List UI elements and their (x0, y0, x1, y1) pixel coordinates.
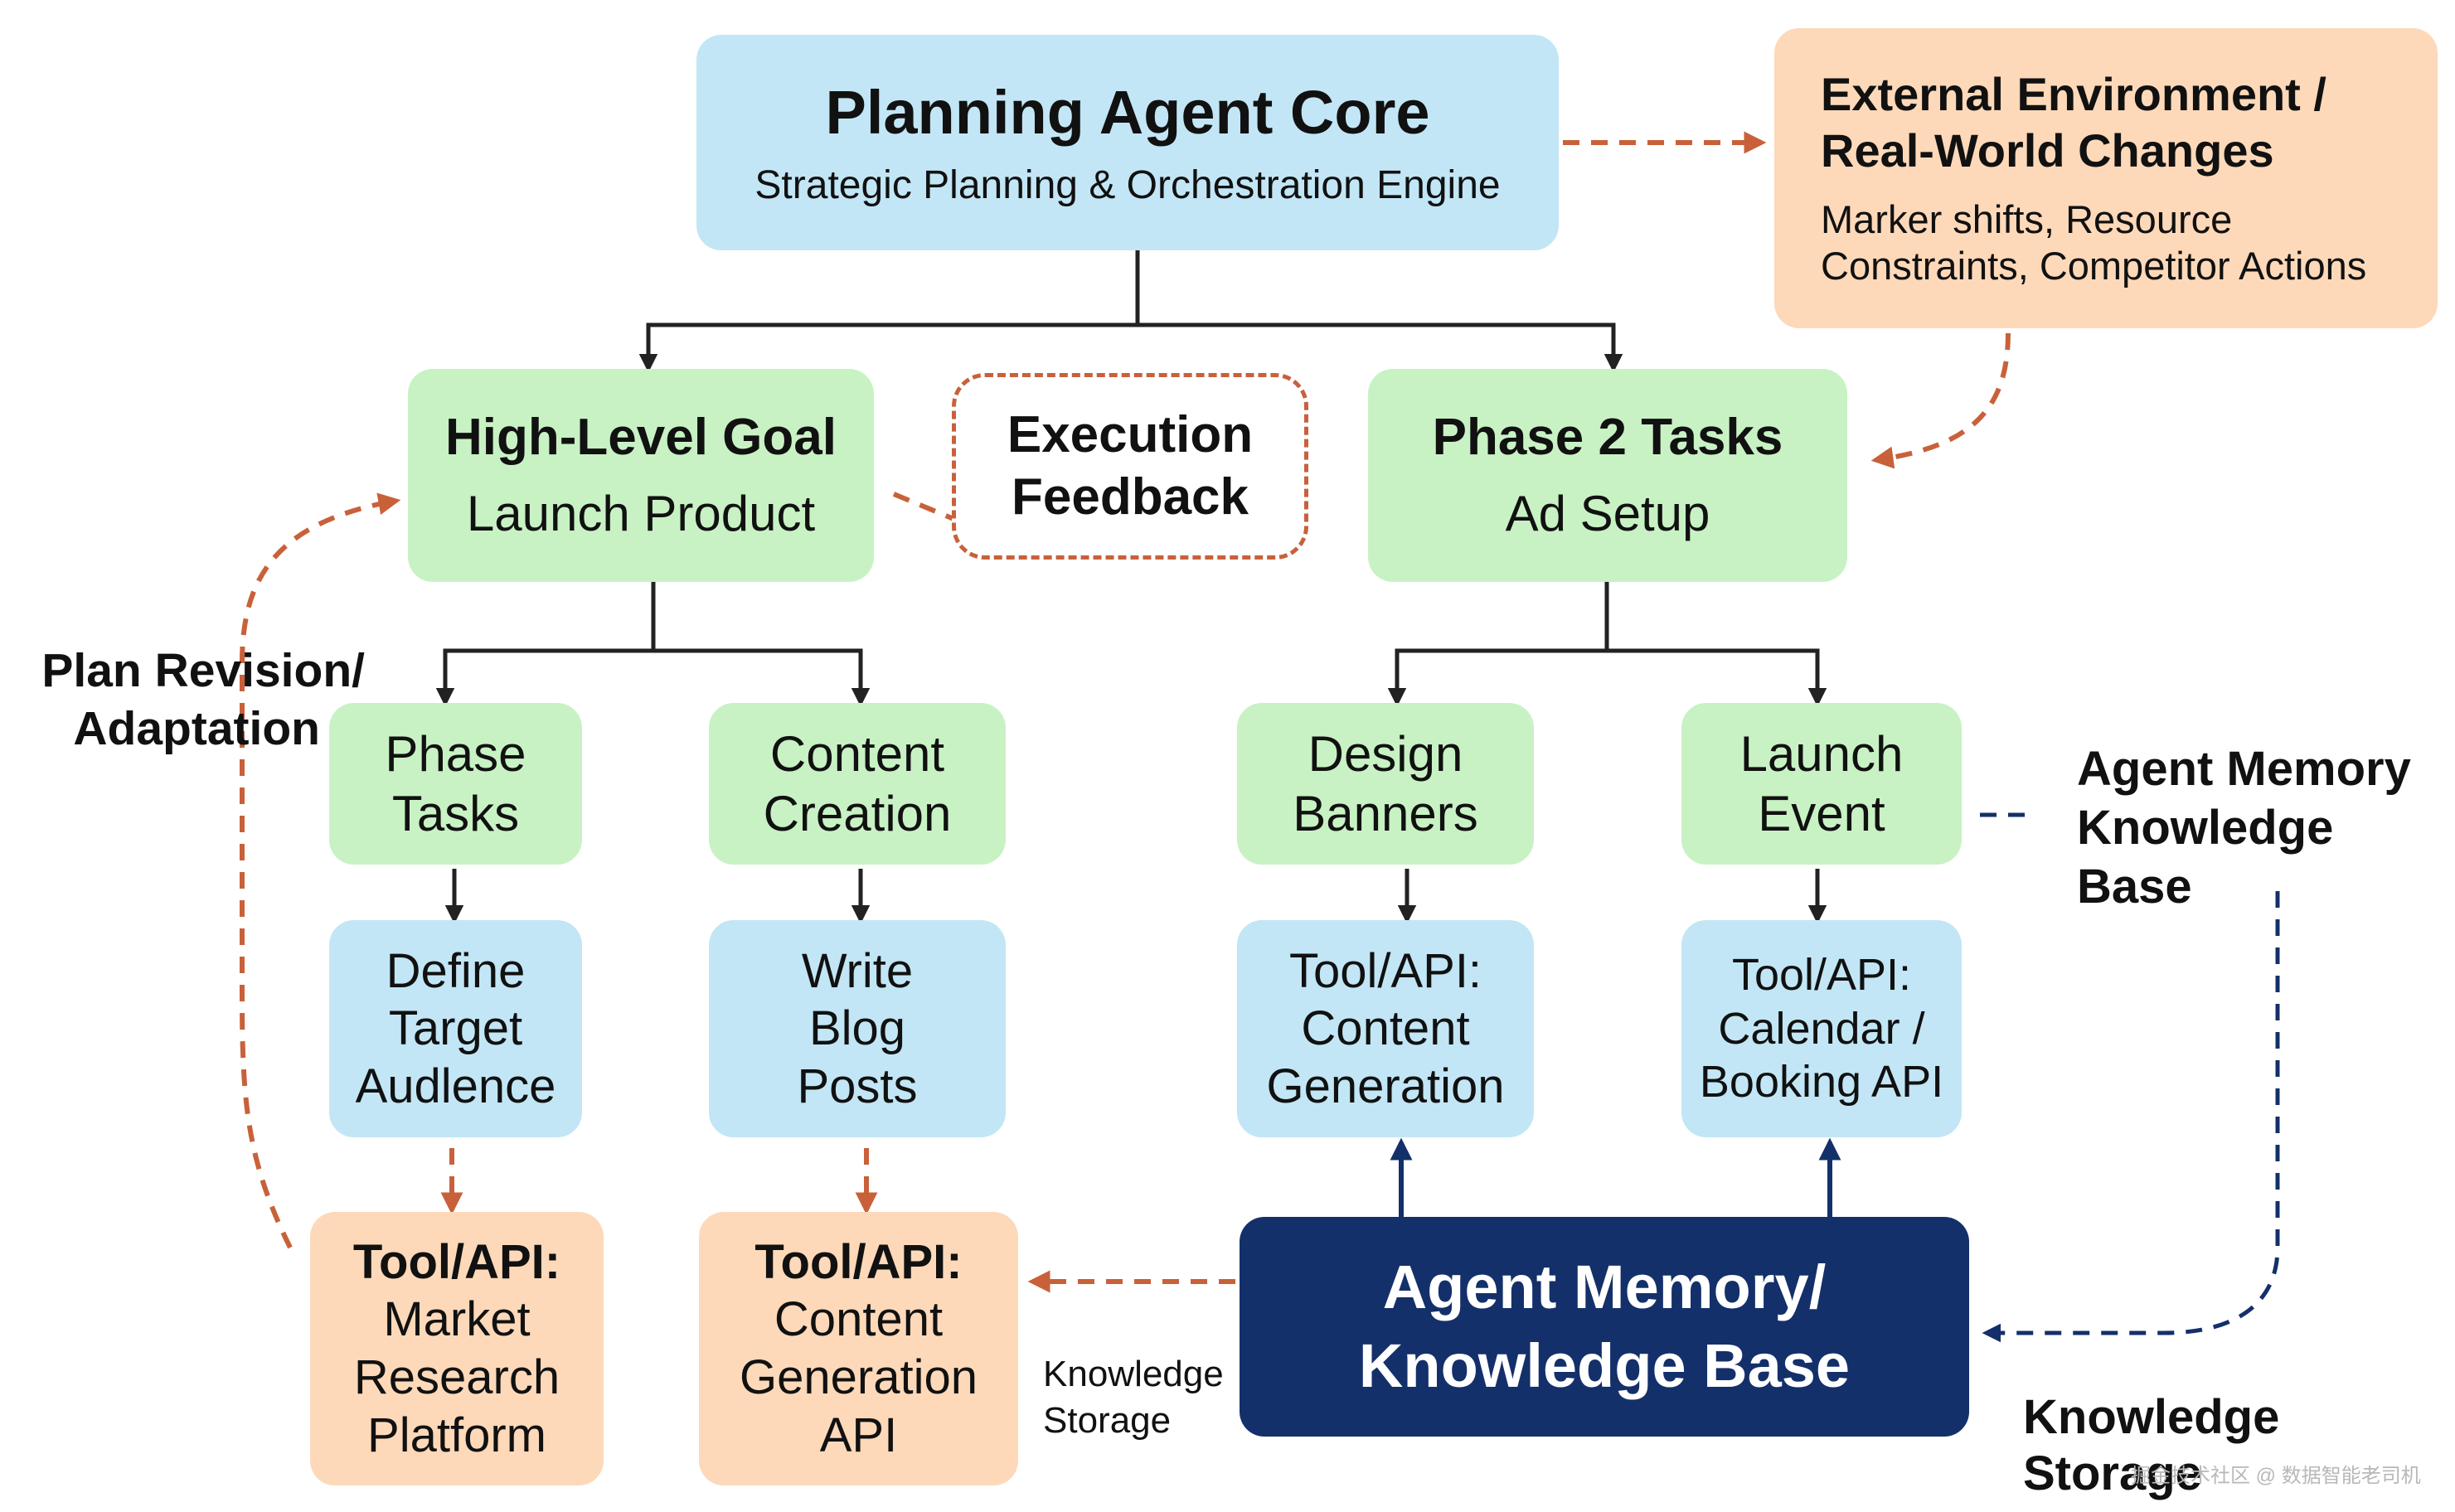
phase-tasks-node: Phase Tasks (329, 703, 582, 865)
content-creation-line-1: Content (769, 725, 945, 782)
agent-memory-kb-line-2: Knowledge (2077, 800, 2334, 855)
agent-memory-kb-line-1: Agent Memory (2077, 742, 2411, 796)
arrow-core-to-goal (638, 250, 1140, 373)
agent-memory-kb-label: Agent Memory Knowledge Base (2077, 740, 2411, 916)
tool-content-gen-line-1: Tool/API: (1288, 943, 1482, 998)
knowledge-storage-small-line-2: Storage (1043, 1400, 1172, 1442)
agent-memory-knowledge-base-node: Agent Memory/ Knowledge Base (1240, 1217, 1969, 1437)
feedback-line-2: Feedback (1011, 468, 1249, 526)
knowledge-storage-small-label: Knowledge Storage (1043, 1351, 1224, 1445)
tool-market-line-2: Market (383, 1292, 531, 1347)
tool-calendar-line-2: Calendar / (1718, 1003, 1925, 1054)
goal-title: High-Level Goal (445, 409, 837, 467)
memory-line-1: Agent Memory/ (1382, 1252, 1827, 1321)
external-desc-line-2: Constraints, Competitor Actions (1821, 244, 2367, 288)
arrow-external-to-phase2 (1870, 332, 2011, 469)
phase-tasks-line-1: Phase (385, 725, 526, 782)
external-title-line-2: Real-World Changes (1821, 124, 2274, 177)
feedback-line-1: Execution (1007, 406, 1254, 464)
plan-revision-label: Plan Revision/ Adaptation (17, 642, 365, 758)
arrow-plan-revision-loop (240, 492, 401, 1249)
knowledge-storage-small-line-1: Knowledge (1043, 1354, 1224, 1394)
tool-content-gen-line-2: Content (1301, 1001, 1470, 1056)
goal-subtitle: Launch Product (466, 485, 816, 541)
design-banners-node: Design Banners (1237, 703, 1534, 865)
tool-calendar-line-1: Tool/API: (1731, 949, 1912, 1000)
plan-revision-line-2: Adaptation (73, 701, 320, 755)
content-creation-node: Content Creation (709, 703, 1006, 865)
agent-memory-kb-line-3: Base (2077, 859, 2192, 914)
knowledge-storage-bold-line-1: Knowledge (2023, 1390, 2280, 1444)
tool-content-api-line-2: Content (774, 1292, 944, 1347)
arrow-goal-to-content-creation (653, 648, 871, 707)
define-target-line-3: Audlence (355, 1059, 556, 1113)
tool-content-api-line-4: API (819, 1408, 898, 1462)
arrow-phase2-to-design-banners (1387, 582, 1609, 707)
write-blog-posts-node: Write Blog Posts (709, 920, 1006, 1137)
phase-2-tasks-node: Phase 2 Tasks Ad Setup (1368, 369, 1847, 582)
launch-event-line-1: Launch (1739, 725, 1904, 782)
tool-content-api-line-3: Generation (740, 1350, 978, 1404)
define-target-line-1: Define (386, 943, 526, 998)
watermark: 掘金技术社区 @ 数据智能老司机 (2131, 1465, 2421, 1487)
high-level-goal-node: High-Level Goal Launch Product (408, 369, 874, 582)
tool-content-generation-node: Tool/API: Content Generation (1237, 920, 1534, 1137)
launch-event-line-2: Event (1758, 785, 1885, 841)
write-blog-line-2: Blog (808, 1001, 906, 1056)
knowledge-storage-bold-line-2: Storage (2023, 1447, 2202, 1501)
tool-content-api-line-1: Tool/API: (754, 1234, 963, 1289)
external-environment-node: External Environment / Real-World Change… (1774, 28, 2438, 328)
launch-event-node: Launch Event (1681, 703, 1962, 865)
execution-feedback-node: Execution Feedback (952, 373, 1308, 560)
external-title-line-1: External Environment / (1821, 68, 2326, 121)
define-target-line-2: Target (388, 1001, 523, 1056)
content-creation-line-2: Creation (763, 785, 952, 841)
tool-content-gen-line-3: Generation (1266, 1059, 1505, 1113)
define-target-audience-node: Define Target Audlence (329, 920, 582, 1137)
planning-agent-core-node: Planning Agent Core Strategic Planning &… (696, 35, 1559, 250)
write-blog-line-1: Write (801, 943, 914, 998)
core-subtitle: Strategic Planning & Orchestration Engin… (754, 162, 1501, 207)
arrow-core-to-phase2 (1138, 322, 1623, 373)
tool-content-generation-api-node: Tool/API: Content Generation API (699, 1212, 1018, 1485)
design-banners-line-1: Design (1308, 725, 1463, 782)
core-title: Planning Agent Core (825, 77, 1430, 147)
tool-calendar-booking-node: Tool/API: Calendar / Booking API (1681, 920, 1962, 1137)
external-desc-line-1: Marker shifts, Resource (1821, 196, 2233, 241)
phase2-title: Phase 2 Tasks (1432, 409, 1783, 467)
phase-tasks-line-2: Tasks (391, 785, 520, 841)
tool-market-line-1: Tool/API: (352, 1234, 561, 1289)
knowledge-storage-bold-label: Knowledge Storage (2023, 1389, 2279, 1503)
tool-market-line-3: Research (353, 1350, 560, 1404)
tool-market-research-node: Tool/API: Market Research Platform (310, 1212, 604, 1485)
plan-revision-line-1: Plan Revision/ (41, 644, 365, 697)
arrow-kb-label-to-memory (1982, 891, 2280, 1343)
tool-market-line-4: Platform (367, 1408, 546, 1462)
connector-goal-to-feedback (892, 492, 963, 525)
design-banners-line-2: Banners (1293, 785, 1478, 841)
arrow-phase2-to-launch-event (1607, 648, 1827, 707)
arrow-goal-to-phase-tasks (435, 582, 656, 707)
tool-calendar-line-3: Booking API (1699, 1057, 1944, 1107)
write-blog-line-3: Posts (797, 1059, 918, 1113)
phase2-subtitle: Ad Setup (1505, 485, 1710, 541)
memory-line-2: Knowledge Base (1358, 1330, 1851, 1400)
